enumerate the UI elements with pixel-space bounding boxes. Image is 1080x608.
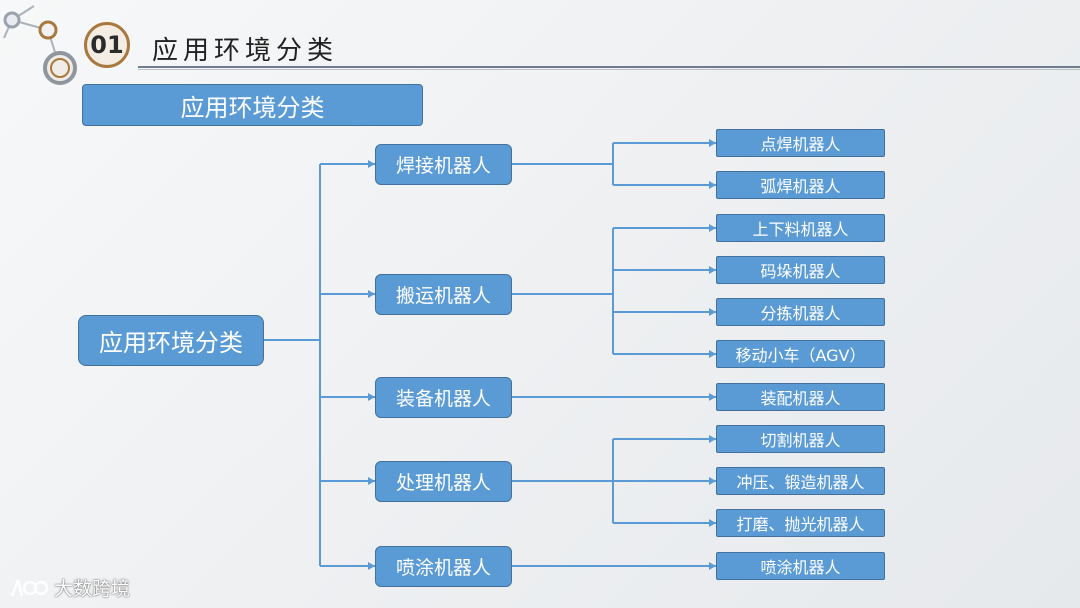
watermark: 大数跨境 <box>8 574 130 601</box>
leaf-loading: 上下料机器人 <box>716 214 885 242</box>
leaf-palletizing: 码垛机器人 <box>716 256 885 284</box>
leaf-assembly: 装配机器人 <box>716 383 885 411</box>
category-processing: 处理机器人 <box>375 461 512 502</box>
category-spraying: 喷涂机器人 <box>375 546 512 587</box>
section-number-badge: 01 <box>84 22 130 68</box>
watermark-logo-icon <box>10 579 48 596</box>
leaf-stamping-forging: 冲压、锻造机器人 <box>716 467 885 495</box>
leaf-spot-welding: 点焊机器人 <box>716 129 885 157</box>
category-handling: 搬运机器人 <box>375 274 512 315</box>
leaf-agv: 移动小车（AGV） <box>716 340 885 368</box>
category-welding: 焊接机器人 <box>375 144 512 185</box>
leaf-sorting: 分拣机器人 <box>716 298 885 326</box>
header-divider-thin <box>138 69 1080 70</box>
leaf-cutting: 切割机器人 <box>716 425 885 453</box>
leaf-spraying: 喷涂机器人 <box>716 552 885 580</box>
leaf-arc-welding: 弧焊机器人 <box>716 171 885 199</box>
category-assembly: 装备机器人 <box>375 377 512 418</box>
header-divider <box>138 66 1080 68</box>
section-banner: 应用环境分类 <box>82 84 423 126</box>
root-node: 应用环境分类 <box>78 315 264 366</box>
leaf-grinding-polishing: 打磨、抛光机器人 <box>716 509 885 537</box>
molecule-decoration-icon <box>3 5 77 85</box>
watermark-text: 大数跨境 <box>54 578 131 600</box>
page-title: 应用环境分类 <box>152 36 339 66</box>
